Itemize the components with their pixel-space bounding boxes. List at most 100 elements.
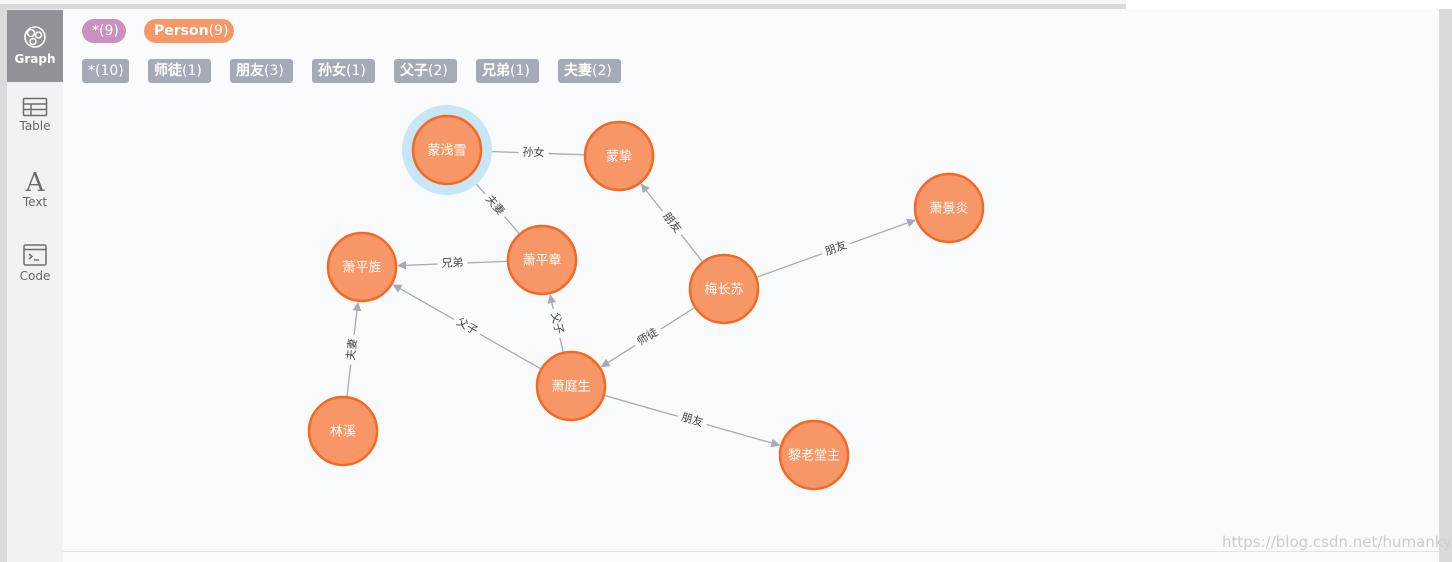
sidebar-item-label: Graph [14,52,56,66]
relationship-edge[interactable]: 父子 [392,284,541,370]
edge-label: 夫妻 [483,192,507,217]
node-label-count: (9) [208,23,229,39]
node-name: 蒙挚 [606,150,632,165]
graph-icon [24,26,46,48]
text-icon: A [25,168,46,195]
rel-type-name: 父子 [400,63,428,79]
relationship-edge[interactable]: 夫妻 [344,301,362,397]
sidebar-item-table[interactable]: Table [7,97,63,157]
node-circle[interactable] [307,395,379,467]
code-icon [23,244,47,266]
rel-type-count: (3) [264,63,284,79]
edge-label: 兄弟 [441,256,463,270]
node-circle[interactable] [778,419,850,491]
edge-label: 朋友 [660,209,685,235]
rel-type-name: 朋友 [236,63,264,79]
edge-line-arrow-segment [397,260,438,270]
graph-node[interactable]: 黎老堂主 [778,419,850,491]
graph-node[interactable]: 蒙挚 [583,120,655,192]
sidebar-item-graph[interactable]: Graph [7,10,63,82]
node-label-name: Person [154,23,209,39]
graph-node[interactable]: 林溪 [307,395,379,467]
edge-label: 朋友 [680,410,705,429]
node-circle[interactable] [913,172,985,244]
node-name: 林溪 [330,425,356,440]
graph-node[interactable]: 萧平旌 [326,231,398,303]
node-name: 蒙浅雪 [427,144,466,159]
node-name: 萧平旌 [342,261,381,276]
relationship-edge[interactable]: 朋友 [640,183,703,262]
rel-type-name: 兄弟 [482,63,510,79]
node-label-name: * [92,23,99,39]
rel-type-count: (1) [182,63,202,79]
relationship-edge[interactable]: 朋友 [604,394,781,448]
sidebar-item-label: Code [19,269,51,283]
relationship-edge[interactable]: 夫妻 [469,176,520,234]
sidebar-item-label: Text [22,195,48,209]
rel-type-name: * [88,63,95,79]
edge-line-arrow-segment [547,294,557,310]
rel-type-count: (1) [510,63,530,79]
rel-type-fuzi[interactable]: 父子(2) [394,59,457,83]
edge-line-arrow-segment [600,344,636,368]
node-circle[interactable] [535,350,607,422]
rel-type-count: (10) [95,63,124,79]
sidebar-item-code[interactable]: Code [7,243,63,303]
rel-type-sunnv[interactable]: 孙女(1) [312,59,375,83]
edge-line-segment [479,333,541,370]
relationship-edge[interactable]: 朋友 [756,218,916,278]
edge-line-segment [559,337,564,353]
sidebar-item-label: Table [19,119,51,133]
node-name: 萧景炎 [929,202,968,217]
edge-label: 父子 [454,315,480,337]
node-circle[interactable] [326,231,398,303]
node-name: 萧平章 [522,253,561,269]
edge-line-arrow-segment [640,183,664,212]
relationship-edge[interactable]: 兄弟 [397,256,508,270]
node-name: 梅长苏 [704,282,743,298]
rel-type-fuqi[interactable]: 夫妻(2) [558,59,621,83]
rel-type-count: (2) [428,63,448,79]
edge-line-arrow-segment [706,423,781,448]
rel-type-pengyou[interactable]: 朋友(3) [230,59,293,83]
rel-type-shitu[interactable]: 师徒(1) [148,59,211,83]
rel-type-name: 孙女 [318,63,346,79]
graph-node[interactable]: 萧庭生 [535,350,607,422]
node-circle[interactable] [688,253,760,325]
edge-line-segment [346,364,352,397]
edge-label: 朋友 [823,237,848,258]
edge-line-segment [660,307,695,330]
node-circle[interactable] [583,120,655,192]
node-label-count: (9) [99,23,119,39]
top-strip [0,0,1452,9]
rel-type-count: (1) [346,63,366,79]
node-circle[interactable] [506,224,578,296]
edge-label: 夫妻 [344,338,359,361]
edge-label: 孙女 [522,145,544,160]
edge-line-arrow-segment [849,218,916,245]
edge-label: 父子 [548,311,566,335]
graph-node[interactable]: 萧景炎 [913,172,985,244]
rel-type-xiongdi[interactable]: 兄弟(1) [476,59,539,83]
relationship-edge[interactable]: 孙女 [482,145,585,160]
top-strip-left [0,0,1126,4]
edge-line-segment [756,253,823,278]
graph-node[interactable]: 萧平章 [506,224,578,296]
sidebar-item-text[interactable]: A Text [7,167,63,227]
node-label-pill-all[interactable]: *(9) [82,19,126,43]
relationship-edge[interactable]: 父子 [547,294,566,353]
node-label-pill-person[interactable]: Person(9) [144,19,234,43]
graph-node[interactable]: 梅长苏 [688,253,760,325]
graph-canvas[interactable] [63,88,1439,551]
relationship-edge[interactable]: 师徒 [600,307,695,368]
edge-line-arrow-segment [352,301,362,335]
node-circle[interactable] [411,114,483,186]
rel-type-name: 夫妻 [564,63,592,79]
node-name: 萧庭生 [551,379,590,395]
edge-line-segment [467,260,508,264]
graph-node[interactable]: 蒙浅雪 [402,105,492,195]
rel-type-all[interactable]: *(10) [82,59,129,83]
top-strip-right [1126,0,1452,9]
